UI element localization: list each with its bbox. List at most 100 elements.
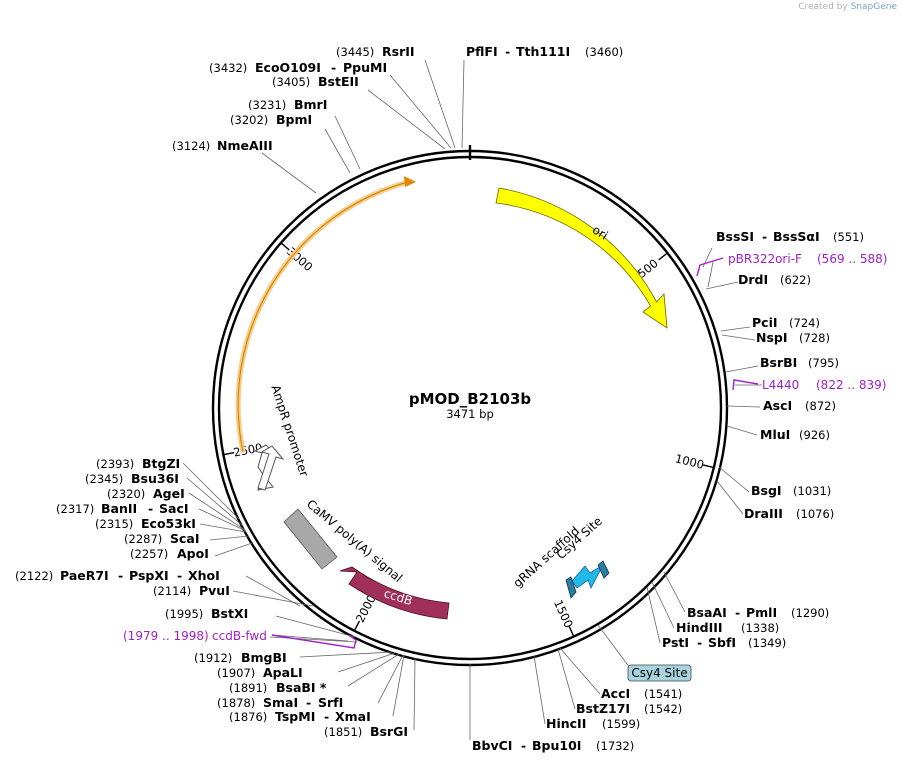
site-banii[interactable]: BanII xyxy=(101,501,137,516)
plasmid-name: pMOD_B2103b xyxy=(409,390,532,408)
site-apoi-pos: (2257) xyxy=(130,547,168,561)
primer-l4440-mark xyxy=(732,379,759,391)
site-smai-dash: - xyxy=(306,695,311,710)
site-btgzi-pos: (2393) xyxy=(96,457,134,471)
site-paer7i[interactable]: PaeR7I xyxy=(60,568,109,583)
site-tth111i[interactable]: Tth111I xyxy=(516,44,570,59)
site-eco53ki-pos: (2315) xyxy=(95,517,133,531)
site-bsteii[interactable]: BstEII xyxy=(318,74,359,89)
site-bmgbi[interactable]: BmgBI xyxy=(241,650,287,665)
site-bsssi-dash: - xyxy=(762,229,767,244)
csy4-feature[interactable] xyxy=(571,563,605,589)
site-banii-pos: (2317) xyxy=(56,502,94,516)
site-tspmi-dash: - xyxy=(324,709,329,724)
site-psti-pos: (1349) xyxy=(748,636,786,650)
site-smai[interactable]: SmaI xyxy=(263,695,298,710)
snapgene-logo: SnapGene xyxy=(850,2,897,12)
site-psti[interactable]: PstI xyxy=(662,635,689,650)
site-ecoo109i[interactable]: EcoO109I xyxy=(255,60,321,75)
site-mlui-pos: (926) xyxy=(799,428,830,442)
plasmid-size: 3471 bp xyxy=(446,407,494,421)
tick-2000 xyxy=(353,620,361,632)
site-asci[interactable]: AscI xyxy=(763,398,792,413)
site-nspi-pos: (728) xyxy=(799,331,830,345)
site-hincii[interactable]: HincII xyxy=(546,716,586,731)
site-bsu36i[interactable]: Bsu36I xyxy=(131,471,179,486)
site-bmri[interactable]: BmrI xyxy=(294,97,327,112)
site-acci[interactable]: AccI xyxy=(601,686,630,701)
site-bstxi[interactable]: BstXI xyxy=(211,606,248,621)
site-hindiii[interactable]: HindIII xyxy=(676,620,723,635)
site-tspmi[interactable]: TspMI xyxy=(275,709,315,724)
site-bsaai[interactable]: BsaAI xyxy=(687,605,727,620)
ampr-promoter-label: AmpR promoter xyxy=(268,383,311,478)
site-agei[interactable]: AgeI xyxy=(153,486,185,501)
site-bmri-pos: (3231) xyxy=(248,98,286,112)
site-eco53ki[interactable]: Eco53kI xyxy=(141,516,196,531)
site-bsrgi[interactable]: BsrGI xyxy=(370,724,408,739)
site-nmeaiii[interactable]: NmeAIII xyxy=(217,138,273,153)
site-pcii[interactable]: PciI xyxy=(752,315,778,330)
site-pspxi[interactable]: PspXI xyxy=(129,568,169,583)
site-drdi[interactable]: DrdI xyxy=(738,272,768,287)
site-psti-dash: - xyxy=(697,635,702,650)
site-bstxi-pos: (1995) xyxy=(165,607,203,621)
site-bsssai[interactable]: BssSαI xyxy=(773,229,820,244)
ccdb-feature[interactable] xyxy=(339,566,450,620)
site-bsabi[interactable]: BsaBI * xyxy=(276,680,327,695)
site-bsteii-pos: (3405) xyxy=(272,75,310,89)
site-bsgi[interactable]: BsgI xyxy=(751,483,782,498)
site-ppumi[interactable]: PpuMI xyxy=(343,60,387,75)
site-smai-pos: (1878) xyxy=(217,696,255,710)
site-bbvci[interactable]: BbvCI xyxy=(472,738,512,753)
site-bsrbi[interactable]: BsrBI xyxy=(760,355,797,370)
site-rsrii[interactable]: RsrII xyxy=(382,44,415,59)
site-bpmi-pos: (3202) xyxy=(230,113,268,127)
ampr-feature[interactable] xyxy=(235,179,409,453)
site-bpu10i[interactable]: Bpu10I xyxy=(532,738,581,753)
site-bpmi[interactable]: BpmI xyxy=(276,112,312,127)
site-saci[interactable]: SacI xyxy=(159,501,189,516)
site-pflfi[interactable]: PflFI xyxy=(466,44,498,59)
site-bsssi[interactable]: BssSI xyxy=(716,229,754,244)
ori-feature[interactable] xyxy=(495,187,668,329)
csy4-feature-2[interactable] xyxy=(597,560,610,579)
site-sbfi[interactable]: SbfI xyxy=(708,635,736,650)
site-srfi[interactable]: SrfI xyxy=(318,695,343,710)
site-pvui[interactable]: PvuI xyxy=(199,583,230,598)
site-xhoi[interactable]: XhoI xyxy=(188,568,220,583)
site-agei-pos: (2320) xyxy=(107,487,145,501)
tick-2500 xyxy=(223,451,235,456)
site-mlui[interactable]: MluI xyxy=(760,427,790,442)
site-pcii-pos: (724) xyxy=(789,316,820,330)
primer-ccdb-fwd-range: (1979 .. 1998) xyxy=(123,629,209,643)
tick-3000 xyxy=(280,242,290,251)
primer-pbr322ori-f-mark xyxy=(696,257,724,277)
site-bsaai-pos: (1290) xyxy=(791,606,829,620)
site-draiii[interactable]: DraIII xyxy=(744,506,783,521)
site-bsabi-pos: (1891) xyxy=(229,681,267,695)
site-nspi[interactable]: NspI xyxy=(756,330,788,345)
site-hincii-pos: (1599) xyxy=(602,717,640,731)
primer-pbr322ori-f-name: pBR322ori-F xyxy=(728,252,802,266)
site-btgzi[interactable]: BtgZI xyxy=(142,456,180,471)
site-draiii-pos: (1076) xyxy=(796,507,834,521)
site-scai[interactable]: ScaI xyxy=(170,531,200,546)
primer-ccdb-fwd-name: ccdB-fwd xyxy=(212,629,267,643)
site-drdi-pos: (622) xyxy=(780,273,811,287)
primers: pBR322ori-F (569 .. 588) L4440 (822 .. 8… xyxy=(123,252,887,649)
site-pmli[interactable]: PmlI xyxy=(746,605,777,620)
csy4-site-box-label: Csy4 Site xyxy=(631,666,687,680)
site-apali-pos: (1907) xyxy=(217,666,255,680)
site-xmai[interactable]: XmaI xyxy=(335,709,371,724)
polya-feature[interactable] xyxy=(283,508,338,570)
site-bmgbi-pos: (1912) xyxy=(194,651,232,665)
site-bstz17i[interactable]: BstZ17I xyxy=(576,701,630,716)
site-apoi[interactable]: ApoI xyxy=(177,546,209,561)
grna-feature[interactable] xyxy=(565,576,577,599)
csy4-site-box[interactable]: Csy4 Site xyxy=(597,624,692,682)
site-hindiii-pos: (1338) xyxy=(741,621,779,635)
ampr-arrowhead xyxy=(404,176,416,187)
site-apali[interactable]: ApaLI xyxy=(263,665,303,680)
